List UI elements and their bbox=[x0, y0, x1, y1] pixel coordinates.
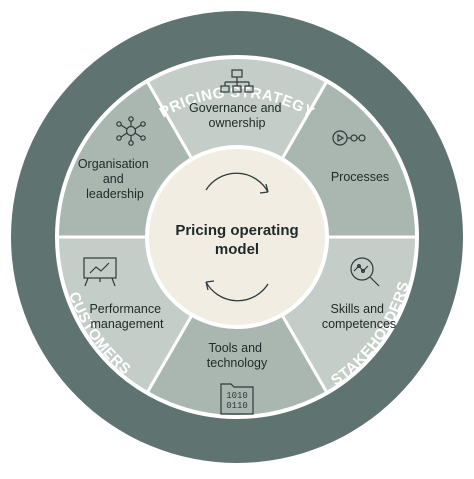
cycle-arrowhead-bottom bbox=[205, 280, 215, 291]
segment-label-organisation: Organisation and leadership bbox=[78, 157, 152, 201]
segment-label-processes: Processes bbox=[331, 170, 389, 184]
center-title-line2: model bbox=[215, 241, 259, 258]
segments-border bbox=[55, 55, 419, 419]
center-title-line1: Pricing operating bbox=[175, 222, 298, 239]
segment-label-performance: Performance management bbox=[89, 302, 164, 331]
segment-label-tools: Tools and technology bbox=[207, 341, 268, 370]
center-circle bbox=[145, 145, 329, 329]
network-hub-icon bbox=[116, 116, 146, 146]
presentation-board-icon bbox=[83, 257, 117, 287]
cycle-arrow-top bbox=[205, 172, 269, 193]
magnifier-chart-icon bbox=[350, 257, 380, 287]
binary-line1: 1010 bbox=[226, 391, 248, 401]
cycle-arrow-bottom bbox=[205, 281, 269, 302]
binary-folder-icon: 1010 0110 bbox=[220, 383, 254, 415]
segment-labels: Governance and ownership Processes Skill… bbox=[78, 101, 396, 370]
org-chart-icon bbox=[220, 69, 254, 93]
icons-layer: 1010 0110 bbox=[83, 69, 380, 415]
segment-label-skills: Skills and competences bbox=[322, 302, 396, 331]
segment-label-governance: Governance and ownership bbox=[189, 101, 285, 130]
process-flow-icon bbox=[332, 130, 366, 146]
cycle-arrowhead-top bbox=[259, 183, 269, 194]
binary-line2: 0110 bbox=[226, 401, 248, 411]
